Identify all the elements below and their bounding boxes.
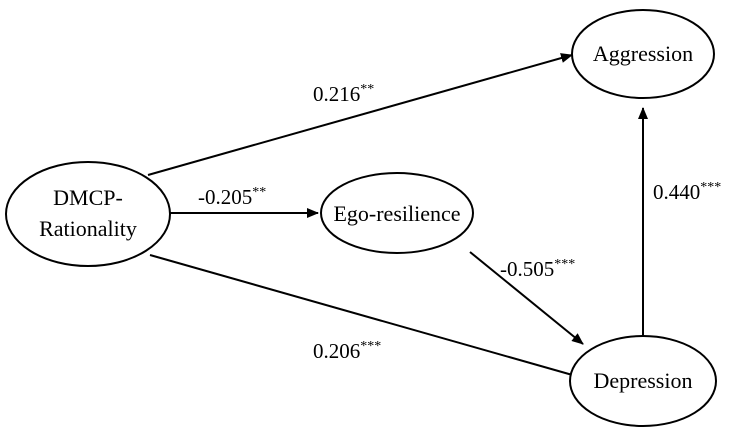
node-dmcp-rationality-line2: Rationality <box>39 216 137 241</box>
node-dmcp-rationality-line1: DMCP- <box>53 185 123 210</box>
coef-dmcp-ego-resilience: -0.205** <box>198 185 266 209</box>
coef-ego-resilience-depression-sig: *** <box>554 257 575 272</box>
arrow-dmcp-to-depression <box>149 254 591 382</box>
node-depression-label: Depression <box>594 368 693 393</box>
node-depression: Depression <box>569 335 717 427</box>
arrow-dmcp-to-aggression <box>147 53 573 176</box>
coef-dmcp-aggression-value: 0.216 <box>313 82 360 106</box>
node-ego-resilience: Ego-resilience <box>320 172 474 254</box>
node-aggression-label: Aggression <box>593 41 693 66</box>
coef-dmcp-ego-resilience-value: -0.205 <box>198 185 252 209</box>
coef-ego-resilience-depression-value: -0.505 <box>500 257 554 281</box>
arrow-ego-resilience-to-depression <box>469 251 584 345</box>
coef-depression-aggression: 0.440*** <box>653 180 721 204</box>
coef-dmcp-aggression-sig: ** <box>360 82 374 97</box>
coef-dmcp-depression-value: 0.206 <box>313 339 360 363</box>
coef-ego-resilience-depression: -0.505*** <box>500 257 575 281</box>
coef-depression-aggression-sig: *** <box>700 180 721 195</box>
coef-dmcp-depression: 0.206*** <box>313 339 381 363</box>
node-aggression: Aggression <box>571 9 715 99</box>
coef-dmcp-ego-resilience-sig: ** <box>252 185 266 200</box>
node-ego-resilience-label: Ego-resilience <box>333 201 460 226</box>
node-dmcp-rationality: DMCP- Rationality <box>5 161 171 267</box>
coef-dmcp-aggression: 0.216** <box>313 82 374 106</box>
coef-dmcp-depression-sig: *** <box>360 339 381 354</box>
coef-depression-aggression-value: 0.440 <box>653 180 700 204</box>
